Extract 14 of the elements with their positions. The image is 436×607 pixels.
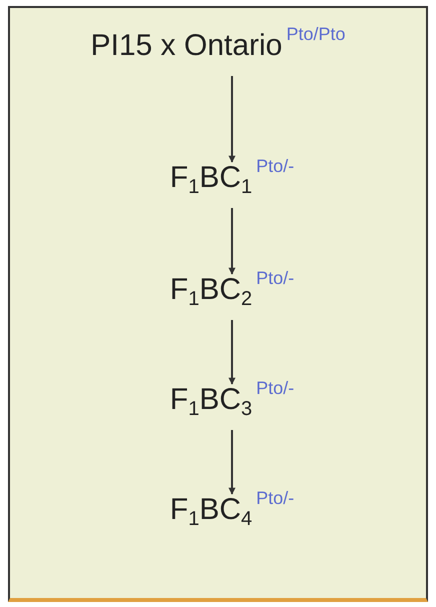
generation-label: F$_{1}$BC$_{1}$ xyxy=(170,160,252,196)
generation-label: F$_{1}$BC$_{4}$ xyxy=(170,492,252,528)
genotype-label: Pto/- xyxy=(256,268,294,288)
generation-label: PI15 x Ontario xyxy=(90,28,282,64)
arrow xyxy=(228,430,236,495)
genotype-label: Pto/- xyxy=(256,378,294,398)
genotype-label: Pto/Pto xyxy=(286,24,346,44)
arrow xyxy=(228,320,236,385)
genotype-label: Pto/- xyxy=(256,488,294,508)
genotype-label: Pto/- xyxy=(256,156,294,176)
generation-label: F$_{1}$BC$_{2}$ xyxy=(170,272,252,308)
arrow xyxy=(228,76,236,163)
generation-label: F$_{1}$BC$_{3}$ xyxy=(170,382,252,418)
arrow xyxy=(228,208,236,275)
